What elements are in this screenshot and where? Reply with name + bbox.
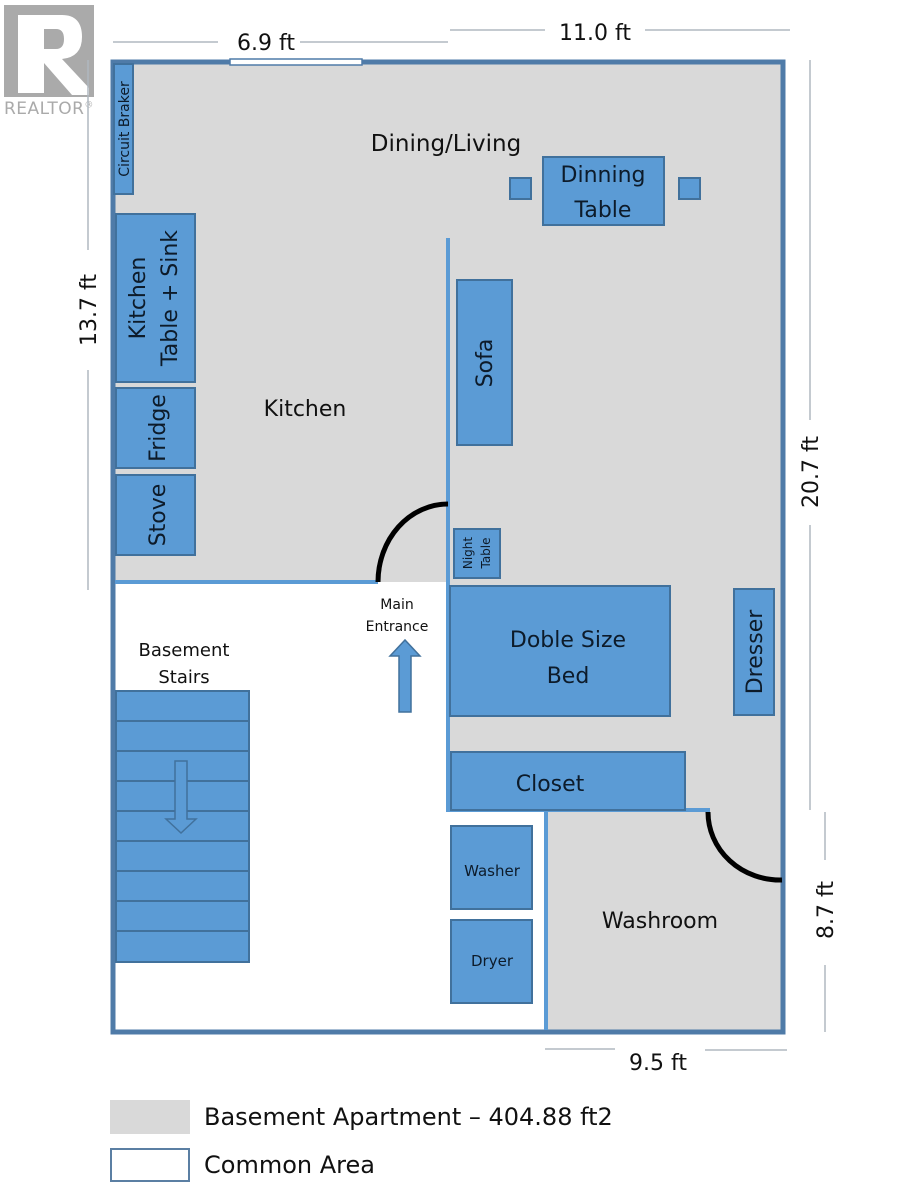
dim-right: 20.7 ft: [799, 436, 824, 508]
furniture: [113, 63, 775, 1004]
room-washroom: Washroom: [602, 909, 718, 934]
legend-label-common: Common Area: [204, 1151, 375, 1179]
dining-table: [542, 156, 665, 226]
legend-swatch-common: [110, 1148, 190, 1182]
room-basement-stairs-l1: Basement: [139, 640, 230, 661]
washer: [450, 825, 533, 910]
legend-item-apartment: Basement Apartment – 404.88 ft2: [110, 1098, 613, 1136]
label-night-table-l2: Table: [479, 537, 493, 569]
label-washer: Washer: [464, 862, 521, 880]
realtor-r-icon: [4, 5, 94, 97]
dimension-lines: [87, 29, 826, 1051]
circuit-breaker: [113, 63, 134, 195]
dim-right-lower: 8.7 ft: [814, 881, 839, 939]
dining-chair-left: [509, 177, 532, 200]
legend-swatch-apartment: [110, 1100, 190, 1134]
realtor-logo-mark: [4, 5, 94, 97]
furniture-labels: Circuit Braker Kitchen Table + Sink Frid…: [117, 81, 768, 970]
label-stove: Stove: [146, 484, 171, 547]
room-dining-living: Dining/Living: [371, 131, 521, 157]
realtor-logo-text: REALTOR®: [4, 99, 94, 119]
label-bed-l1: Doble Size: [510, 628, 626, 653]
entrance-up-arrow-icon: [388, 638, 422, 713]
fridge: [115, 387, 196, 469]
kitchen-table-sink: [115, 213, 196, 383]
label-closet: Closet: [516, 772, 585, 797]
washroom-door-swing[interactable]: [705, 811, 783, 883]
bed: [449, 585, 671, 717]
label-dining-table-l2: Table: [574, 198, 632, 223]
label-bed-l2: Bed: [547, 664, 590, 689]
legend: Basement Apartment – 404.88 ft2 Common A…: [110, 1098, 613, 1194]
room-kitchen: Kitchen: [264, 397, 347, 422]
label-sofa: Sofa: [473, 339, 498, 388]
exterior-walls: [110, 59, 786, 1035]
label-kitchen-table-l1: Kitchen: [126, 257, 151, 340]
sofa: [456, 279, 513, 446]
label-dryer: Dryer: [471, 952, 514, 970]
main-door-swing[interactable]: [375, 501, 449, 583]
night-table: [453, 528, 501, 579]
legend-item-common: Common Area: [110, 1146, 613, 1184]
dresser: [733, 588, 775, 716]
room-main-entrance-l1: Main: [380, 597, 413, 613]
dim-bottom: 9.5 ft: [629, 1051, 687, 1076]
label-dining-table-l1: Dinning: [561, 163, 646, 188]
room-basement-stairs-l2: Stairs: [158, 667, 209, 688]
dim-top-right: 11.0 ft: [559, 21, 631, 46]
window: [229, 58, 363, 66]
dim-left: 13.7 ft: [77, 274, 102, 346]
stairs-down-arrow-icon: [164, 760, 198, 835]
label-fridge: Fridge: [146, 394, 171, 462]
basement-stairs[interactable]: [115, 690, 250, 963]
dimension-labels: 6.9 ft 11.0 ft 13.7 ft 20.7 ft 8.7 ft 9.…: [77, 21, 839, 1076]
closet: [450, 751, 686, 811]
dryer: [450, 919, 533, 1004]
label-circuit-breaker: Circuit Braker: [117, 81, 133, 177]
dining-chair-right: [678, 177, 701, 200]
room-main-entrance-l2: Entrance: [366, 619, 429, 635]
realtor-logo: REALTOR®: [4, 5, 96, 119]
label-dresser: Dresser: [743, 609, 768, 694]
room-labels: Dining/Living Kitchen Washroom Basement …: [139, 131, 719, 934]
dim-top-left: 6.9 ft: [237, 31, 295, 56]
stove: [115, 474, 196, 556]
label-kitchen-table-l2: Table + Sink: [158, 230, 183, 367]
label-night-table-l1: Night: [461, 537, 475, 570]
legend-label-apartment: Basement Apartment – 404.88 ft2: [204, 1103, 613, 1131]
